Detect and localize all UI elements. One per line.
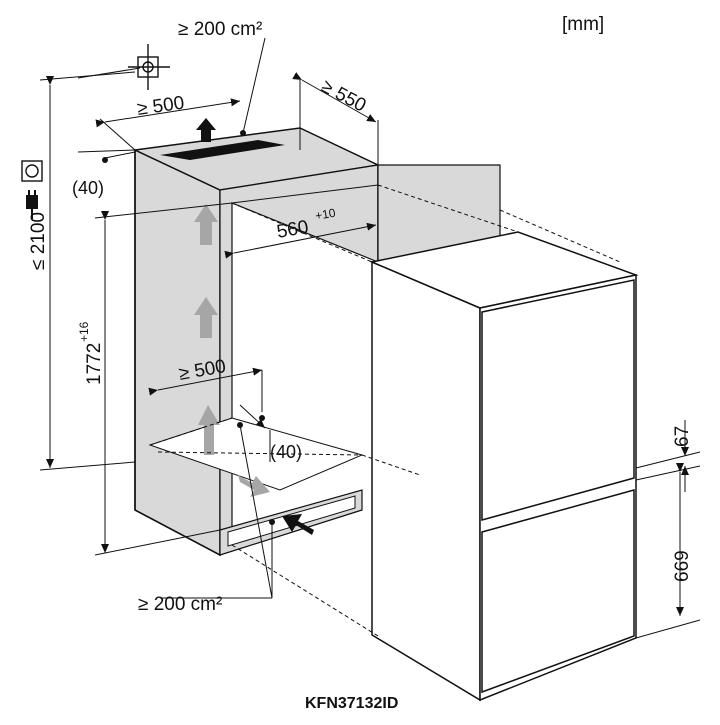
door-height-label: 669: [672, 550, 693, 582]
top-vent-opening: [160, 140, 285, 160]
airflow-arrow-icon: [194, 297, 218, 338]
vent-leader-dot: [240, 130, 246, 136]
total-height-label: ≤ 2100: [28, 212, 49, 270]
vent-top-area-label: ≥ 200 cm²: [178, 19, 262, 40]
plug-icon: [26, 190, 38, 219]
water-connection-icon: [128, 44, 170, 90]
airflow-arrow-icon: [238, 475, 270, 497]
top-depth-label: ≥ 500: [136, 93, 186, 120]
niche: [132, 127, 381, 557]
airflow-arrow-top: [196, 118, 216, 142]
bottom-gap-label: (40): [270, 442, 302, 462]
vent-bottom-area-label: ≥ 200 cm²: [138, 594, 222, 615]
airflow-arrow-icon: [198, 405, 220, 455]
niche-outline-bottom: [134, 509, 221, 556]
freezer-door-lower: [481, 489, 635, 694]
airflow-arrow-icon: [194, 204, 218, 245]
vent-leader-dot-bottom: [237, 422, 243, 428]
door-gap-label: 67: [672, 426, 693, 447]
model-label: KFN37132ID: [305, 695, 398, 712]
niche-height-tolerance: +16: [77, 321, 91, 342]
fridge-door-upper: [481, 279, 635, 521]
top-gap-label: (40): [72, 178, 104, 198]
niche-depth-label: ≥ 550: [318, 76, 370, 117]
niche-inner-line: [231, 184, 379, 204]
gap-dot-bottom: [259, 415, 265, 421]
vent-leader-dot-grille: [269, 519, 275, 525]
airflow-arrows: [194, 204, 270, 497]
unit-label: [mm]: [562, 14, 604, 35]
niche-width-tolerance: +10: [314, 206, 337, 223]
dimension-lines: [39, 37, 701, 639]
niche-height-label: 1772: [84, 343, 105, 385]
appliance-side: [371, 260, 481, 702]
outlet-icon: [21, 160, 43, 182]
gap-dot-top: [102, 157, 108, 163]
appliance: [369, 231, 639, 702]
airflow-arrow-bottom: [282, 514, 314, 535]
